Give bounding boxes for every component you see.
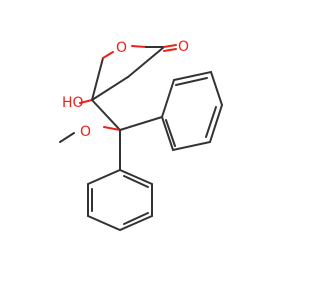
bond-c4-cquat [91,99,121,131]
bond-ch2-carbonyl [127,46,165,78]
phenyl-lower [87,129,153,232]
phenyl1-ring [160,70,224,152]
bond-ring-o-carbonyl [131,45,147,48]
bond-c4-ch2 [91,76,129,101]
phenyl2-ring [87,168,153,232]
carbonyl-oxygen-label: O [178,39,189,55]
bond-ch2-c4 [91,57,104,101]
phenyl1-double-a [175,77,208,86]
phenyl2-double-b [123,212,149,225]
phenyl1-double-b [205,106,217,138]
methoxy-oxygen-label: O [80,124,91,140]
phenyl1-double-c [165,119,176,147]
bond-ome-ch3 [59,132,75,143]
bond-carbonyl-double-1 [163,44,177,48]
bond-c4-oh [79,99,93,104]
lactone-ring [91,44,177,101]
structure-canvas: O O HO O [59,39,224,232]
bond-carbonyl-double-2 [163,48,177,52]
phenyl2-double-a [123,175,149,188]
bond-cquat-ome [103,126,121,131]
hydroxyl-label: HO [62,95,84,111]
bond-ch2-ring-o [102,51,114,59]
phenyl-upper [119,70,224,152]
ring-oxygen-label: O [116,40,127,56]
molecule-drawing: O O HO O [59,39,224,232]
bond-cquat-phenyl1 [119,116,163,131]
